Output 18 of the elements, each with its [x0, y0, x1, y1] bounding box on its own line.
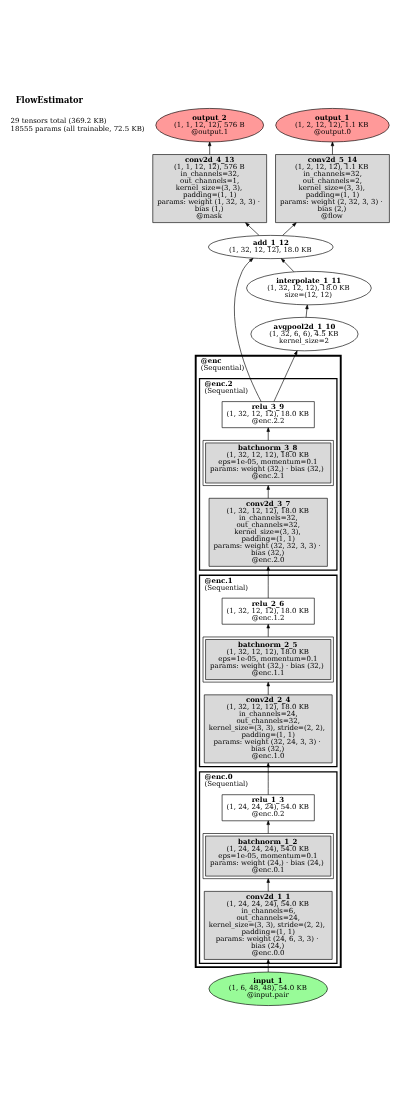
arrow: [234, 257, 262, 402]
diagram-title: FlowEstimator: [15, 95, 83, 106]
arrow: [266, 681, 270, 696]
arrow: [245, 222, 260, 236]
arrow: [266, 485, 270, 499]
arrow: [282, 222, 297, 236]
arrow: [266, 878, 270, 892]
arrow: [208, 141, 212, 155]
arrow: [266, 623, 270, 638]
arrow: [330, 141, 335, 155]
arrow: [281, 258, 295, 273]
arrow: [266, 427, 270, 441]
arrow: [266, 566, 270, 599]
arrow: [266, 762, 270, 795]
arrow: [305, 304, 309, 318]
arrow: [266, 820, 270, 834]
arrow: [266, 959, 270, 973]
arrow: [273, 350, 298, 402]
